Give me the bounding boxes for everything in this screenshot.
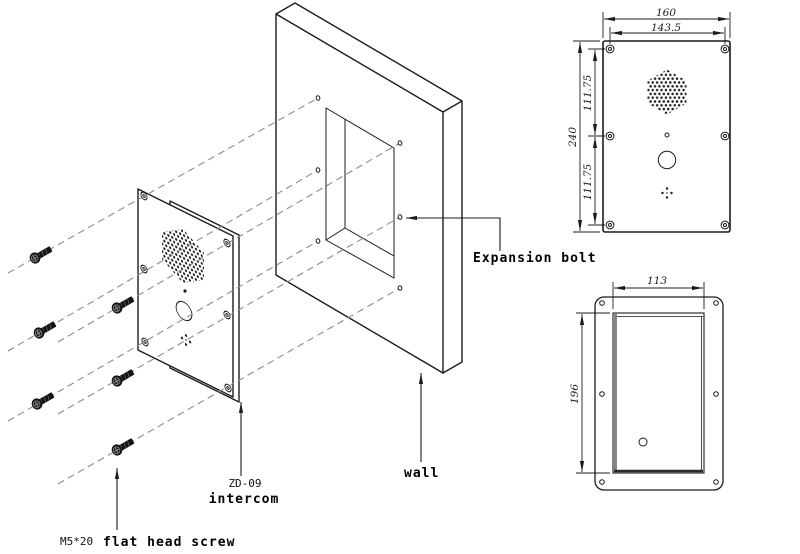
expansion-bolt-label: Expansion bolt xyxy=(473,251,597,266)
cable-hole xyxy=(638,437,648,447)
screw-name-label: flat head screw xyxy=(103,535,235,550)
flange-holes xyxy=(599,300,719,485)
dim-overall-width: 160 xyxy=(656,7,676,19)
flat-head-screw xyxy=(29,389,57,413)
flat-head-screw xyxy=(109,435,137,459)
intercom-unit xyxy=(137,188,240,403)
flat-head-screw xyxy=(109,366,137,390)
expansion-bolt-leader xyxy=(406,215,501,251)
nav-cross xyxy=(661,187,673,199)
panel-mounting-holes xyxy=(140,191,232,393)
mic-hole-exploded xyxy=(183,289,187,293)
callouts: Expansion bolt wall ZD-09 intercom M5*20… xyxy=(60,215,597,550)
dim-hole-spacing-upper: 111.75 xyxy=(582,74,594,111)
flat-head-screw xyxy=(109,293,137,317)
screw-spec-label: M5*20 xyxy=(60,535,93,548)
wall-label: wall xyxy=(404,466,439,481)
back-box-dimensions: 113 196 xyxy=(569,275,705,474)
flat-head-screws xyxy=(27,243,137,459)
model-label: ZD-09 xyxy=(228,477,261,490)
flat-head-screw xyxy=(31,318,59,342)
wall-opening xyxy=(325,107,395,279)
dim-hole-spacing-lower: 111.75 xyxy=(582,163,594,200)
call-button-exploded xyxy=(175,300,193,322)
expansion-bolt-holes xyxy=(315,95,403,291)
recessed-box xyxy=(612,312,705,474)
front-view: 160 143.5 240 111.75 111.75 xyxy=(567,7,731,233)
mic-hole xyxy=(664,132,670,138)
flat-head-screw xyxy=(27,243,55,267)
wall-slab xyxy=(275,2,463,374)
dim-opening-height: 196 xyxy=(569,384,581,404)
call-button xyxy=(657,150,677,170)
dim-hole-spacing-width: 143.5 xyxy=(651,22,681,34)
intercom-front-panel xyxy=(137,188,234,398)
front-view-dimensions: 160 143.5 240 111.75 111.75 xyxy=(567,7,731,233)
dim-opening-width: 113 xyxy=(647,275,667,287)
speaker-grille xyxy=(647,69,687,115)
nav-cross-exploded xyxy=(180,334,192,346)
speaker-grille-exploded xyxy=(162,229,204,283)
back-box-view: 113 196 xyxy=(569,275,724,491)
front-mounting-holes xyxy=(605,44,730,230)
dim-overall-height: 240 xyxy=(567,127,579,148)
exploded-view: Expansion bolt wall ZD-09 intercom M5*20… xyxy=(7,2,597,550)
intercom-label: intercom xyxy=(209,492,280,507)
